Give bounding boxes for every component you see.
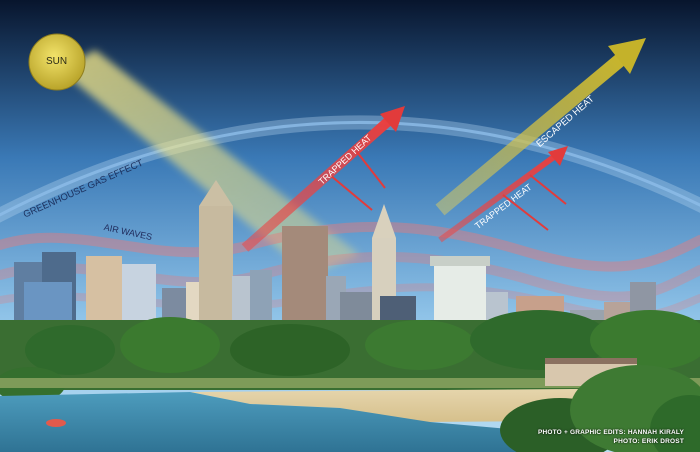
park-trees xyxy=(0,310,700,403)
boat xyxy=(46,419,66,427)
greenhouse-dome-arc xyxy=(0,121,700,217)
credit-line-graphic: PHOTO + GRAPHIC EDITS: HANNAH KIRALY xyxy=(537,429,684,436)
lake xyxy=(0,392,520,452)
credit-line-photo: PHOTO: ERIK DROST xyxy=(613,438,684,445)
photo-credits: PHOTO + GRAPHIC EDITS: HANNAH KIRALY PHO… xyxy=(538,428,684,446)
sun-icon xyxy=(28,33,86,91)
trapped-heat-arrow-1 xyxy=(241,106,405,252)
foreground-trees xyxy=(500,365,700,452)
trapped-heat-arrow-2 xyxy=(438,146,568,243)
sun-label: SUN xyxy=(46,56,68,67)
escaped-heat-arrow xyxy=(435,38,646,216)
